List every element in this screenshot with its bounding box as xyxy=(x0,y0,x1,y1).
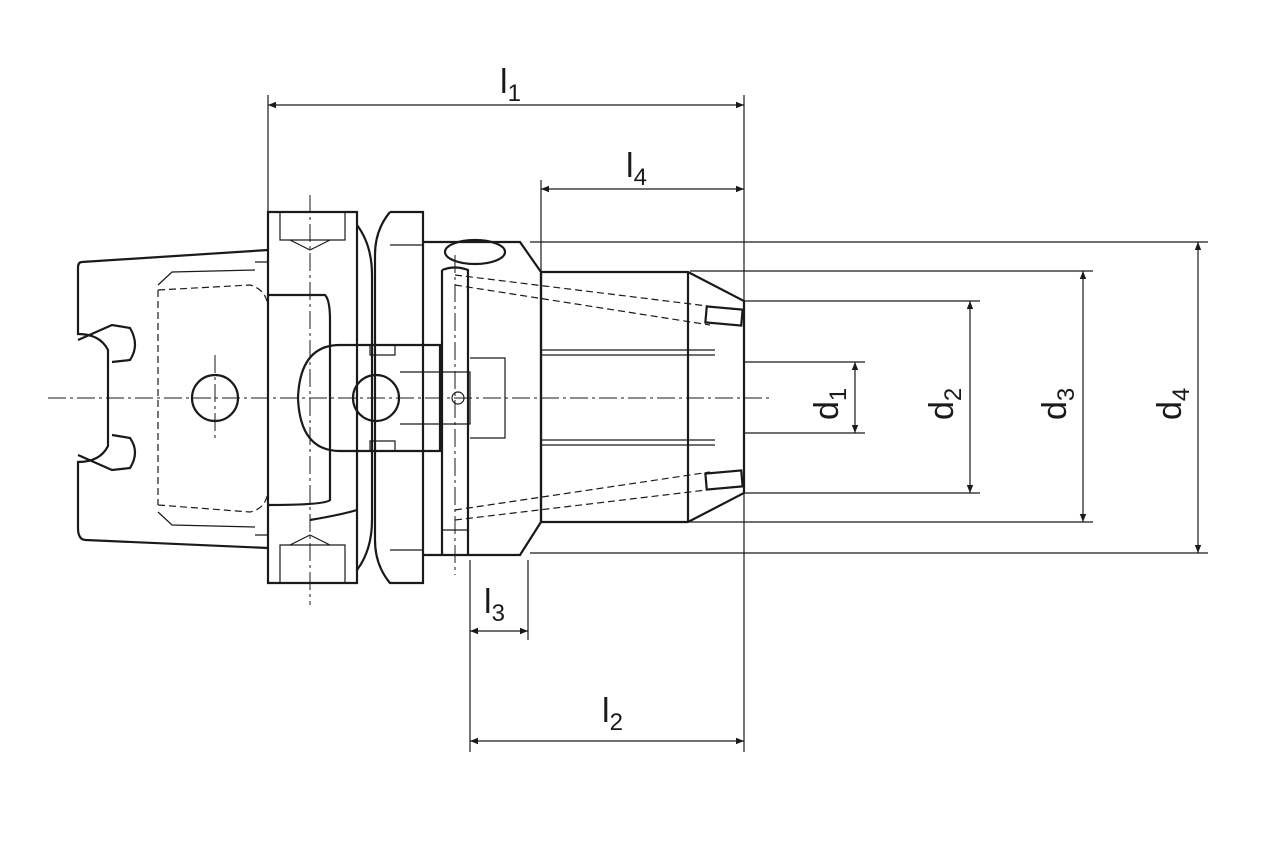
shank-hole xyxy=(190,373,240,423)
collet-nut xyxy=(454,270,746,524)
label-d1: d1 xyxy=(808,388,852,420)
dimension-lines xyxy=(268,101,1202,745)
groove-flange xyxy=(340,210,471,585)
coolant-bore xyxy=(351,373,401,423)
label-d3: d3 xyxy=(1036,388,1080,420)
label-l3: l3 xyxy=(484,583,505,627)
taper-shank xyxy=(76,248,269,550)
label-l1: l1 xyxy=(500,63,521,107)
label-d4: d4 xyxy=(1151,388,1195,420)
label-l4: l4 xyxy=(626,147,647,191)
extension-lines xyxy=(267,95,1208,752)
label-d2: d2 xyxy=(923,388,967,420)
label-l2: l2 xyxy=(602,692,623,736)
flange xyxy=(266,210,359,585)
